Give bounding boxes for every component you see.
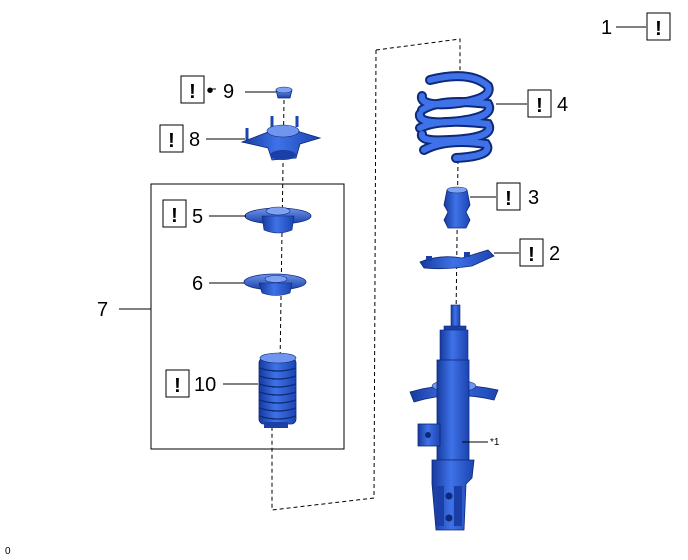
part-nut bbox=[275, 86, 293, 99]
exclamation-box-icon: ! bbox=[496, 182, 521, 211]
callout-10: 10 bbox=[194, 374, 216, 396]
callout-1: 1 bbox=[601, 17, 612, 39]
callout-3: 3 bbox=[528, 187, 539, 209]
part-lower-insulator bbox=[419, 249, 495, 270]
part-upper-insulator bbox=[244, 206, 312, 234]
callout-numbers: 1 2 3 4 5 6 7 8 9 10 bbox=[97, 17, 612, 396]
part-bump-stopper bbox=[443, 186, 471, 229]
exclamation-box-icon: ! bbox=[646, 12, 671, 41]
svg-text:!: ! bbox=[528, 244, 535, 266]
exclamation-box-icon: ! bbox=[527, 89, 552, 118]
note-ref-label: *1 bbox=[490, 437, 500, 448]
exclamation-box-icon: ! bbox=[165, 369, 190, 398]
leader-lines bbox=[119, 26, 646, 443]
part-dust-boot bbox=[258, 352, 297, 428]
svg-text:!: ! bbox=[189, 81, 196, 103]
exclamation-box-icon: ! bbox=[162, 199, 187, 228]
svg-text:!: ! bbox=[171, 205, 178, 227]
svg-text:!: ! bbox=[174, 375, 181, 397]
exclamation-box-icon: ! bbox=[180, 75, 205, 104]
callout-8: 8 bbox=[189, 129, 200, 151]
sub-assembly-frame bbox=[150, 183, 345, 450]
part-shock-absorber bbox=[409, 304, 499, 531]
svg-text:!: ! bbox=[655, 18, 662, 40]
caution-markers: ! ! ! ! ! ! ! ! bbox=[159, 12, 671, 398]
exclamation-box-icon: ! bbox=[159, 124, 184, 153]
part-upper-support bbox=[240, 116, 322, 161]
part-spring-seat bbox=[243, 273, 307, 296]
corner-label: 0 bbox=[5, 546, 11, 557]
part-coil-spring bbox=[414, 71, 495, 163]
svg-text:!: ! bbox=[168, 130, 175, 152]
callout-9: 9 bbox=[223, 81, 234, 103]
bullet-dot-icon: • bbox=[206, 80, 213, 102]
callout-2: 2 bbox=[549, 243, 560, 265]
callout-6: 6 bbox=[192, 273, 203, 295]
callout-4: 4 bbox=[557, 94, 568, 116]
exclamation-box-icon: ! bbox=[519, 238, 544, 267]
svg-text:!: ! bbox=[536, 95, 543, 117]
callout-7: 7 bbox=[97, 299, 108, 321]
callout-5: 5 bbox=[192, 206, 203, 228]
svg-text:!: ! bbox=[505, 188, 512, 210]
